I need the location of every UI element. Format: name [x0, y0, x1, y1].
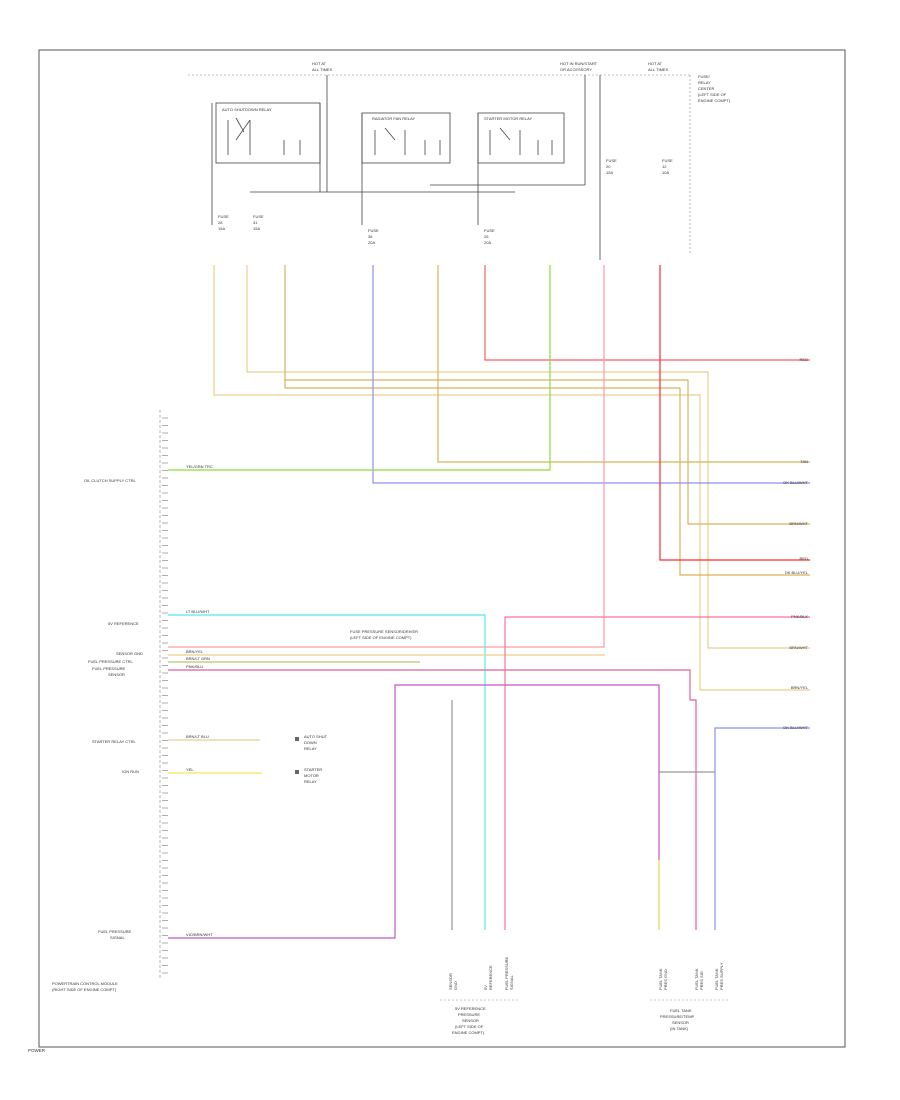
wire-blue-2 — [714, 727, 810, 930]
right-wire-label: TAN — [800, 459, 808, 464]
wire-tan-3 — [284, 265, 810, 525]
right-wire-label: BRN/YEL — [791, 685, 809, 690]
page-code: POWER — [28, 1048, 46, 1053]
svg-text:FUEL PRESSURESIGNAL: FUEL PRESSURESIGNAL — [504, 956, 514, 990]
wire-tan-4 — [284, 380, 810, 576]
fuse-box-note: FUSE/ RELAY CENTER (LEFT SIDE OF ENGINE … — [698, 74, 731, 103]
tan-gnd-label: BRN/YEL — [186, 649, 204, 654]
auto-shutdown-relay-label: AUTO SHUTDOWN RELAY — [222, 107, 272, 112]
wire-pink-1 — [168, 265, 605, 648]
wire-red-1 — [484, 265, 810, 361]
right-wire-label: BRN/WHT — [789, 645, 808, 650]
fuel-pressure-ctrl-label: FUEL PRESSURE CTRL — [88, 659, 134, 664]
relay-2-contacts — [374, 127, 441, 155]
bottom-pin-t3: FUEL TANKPRES SUPPLY — [714, 962, 724, 990]
dk-yellow-label: BRN/LT BLU — [186, 734, 209, 739]
bottom-pin-t1: FUEL TANKPRES GND — [658, 968, 668, 990]
right-wire-labels: RED TAN DK BLU/WHT BRN/WHT RED DK BLU/YEL PNK/… — [783, 357, 808, 730]
right-wire-label: RED — [800, 556, 809, 561]
relay-ref-2-marker — [295, 770, 299, 774]
yellow-ign-label: YEL — [186, 767, 194, 772]
wire-pink-signal — [168, 669, 697, 930]
bottom-pin-s3: FUEL PRESSURESIGNAL — [504, 956, 514, 990]
right-wire-label: BRN/WHT — [789, 521, 808, 526]
svg-text:FUEL TANKPRES SUPPLY: FUEL TANKPRES SUPPLY — [714, 962, 724, 990]
pcm-module-label: POWERTRAIN CONTROL MODULE(RIGHT SIDE OF … — [52, 981, 118, 992]
pcm-connector-pins — [162, 417, 168, 974]
wire-gray-splice — [451, 700, 715, 930]
right-wire-label: PNK/BLK — [791, 614, 808, 619]
wire-pink-2 — [504, 616, 810, 930]
svg-text:FUEL TANKPRES GND: FUEL TANKPRES GND — [658, 968, 668, 990]
sensor-left-label: 5V REFERENCE PRESSURE SENSOR (LEFT SIDE … — [452, 1006, 487, 1035]
ign-run-label: IGN RUN — [122, 769, 139, 774]
bottom-pin-s1: SENSORGND — [448, 973, 458, 990]
starter-relay-ctrl-label: STARTER RELAY CTRL — [92, 739, 136, 744]
right-wire-label: RED — [800, 357, 809, 362]
right-wire-label: DK BLU/WHT — [783, 725, 808, 730]
5v-reference-label: 5V REFERENCE — [108, 621, 139, 626]
sensor-right-label: FUEL TANK PRESSURE/TEMP SENSOR (IN TANK) — [660, 1008, 695, 1031]
relay-ref-1-marker — [295, 737, 299, 741]
power-bus-lines — [211, 75, 601, 260]
relay-1-contacts — [227, 117, 301, 155]
relay-3-contacts — [489, 127, 553, 155]
wire-tan-1 — [213, 265, 810, 691]
right-wire-label: DK BLU/WHT — [783, 480, 808, 485]
pink-signal-label: PNK/BLU — [186, 664, 203, 669]
svg-text:5VREFERENCE: 5VREFERENCE — [483, 965, 493, 990]
cyan-5v-label: LT BLU/WHT — [186, 609, 210, 614]
green-ctrl-label: YEL/GRN TRC — [186, 464, 213, 469]
wire-olive-1 — [437, 265, 810, 463]
wire-blue-1 — [372, 265, 810, 484]
purple-sig-label: VIO/BRN/WHT — [186, 932, 213, 937]
wire-purple-sig — [168, 684, 660, 939]
wire-red-2 — [659, 265, 810, 561]
starter-motor-relay-label: STARTER MOTOR RELAY — [484, 116, 532, 121]
wire-green-1 — [168, 265, 551, 471]
auto-shutdown-relay — [215, 102, 321, 164]
fuse-center-boundary — [188, 74, 691, 255]
wire-tan-2 — [246, 265, 810, 649]
sensor-ground-label: SENSOR GND — [116, 651, 143, 656]
right-wire-label: DK BLU/YEL — [785, 570, 809, 575]
olive-ctrl-label: BRN/LT GRN — [186, 656, 210, 661]
solenoid-ctrl-label: OIL CLUTCH SUPPLY CTRL — [84, 478, 136, 483]
bottom-pin-s2: 5VREFERENCE — [483, 965, 493, 990]
bottom-pin-t2: FUEL TANKPRES SIG — [694, 968, 704, 990]
diagram-frame — [38, 49, 846, 1048]
svg-text:SENSORGND: SENSORGND — [448, 973, 458, 990]
wire-cyan-5v — [168, 614, 486, 930]
splice-note: FUSE PRESSURE SENSOR/DRIVER(LEFT SIDE OF… — [350, 629, 418, 640]
svg-text:FUEL TANKPRES SIG: FUEL TANKPRES SIG — [694, 968, 704, 990]
radiator-fan-relay-label: RADIATOR FAN RELAY — [372, 116, 415, 121]
